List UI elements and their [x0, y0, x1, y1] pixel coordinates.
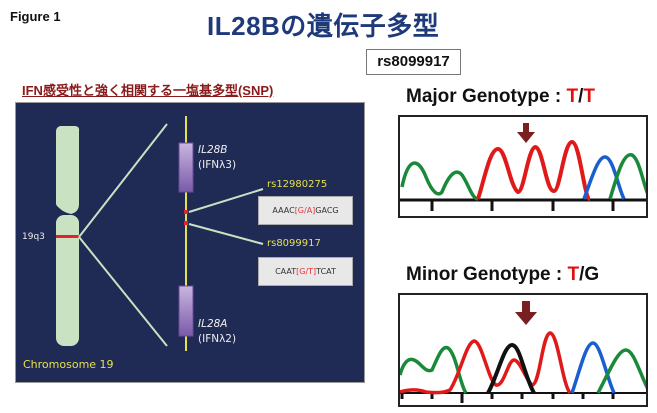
snp-pointer-rs12980275 [188, 188, 264, 213]
seq-prefix: CAAT [275, 267, 297, 276]
snp-label-rs12980275: rs12980275 [267, 179, 328, 190]
allele-separator: / [578, 86, 584, 107]
zoom-line-upper [78, 123, 168, 238]
minor-chromatogram-trace [400, 301, 646, 403]
genotype-label: Minor Genotype : [406, 264, 568, 285]
seq-suffix: GACG [315, 206, 339, 215]
chromosome-label: Chromosome 19 [23, 358, 114, 371]
arrow-down-icon [515, 301, 537, 325]
page-title: IL28Bの遺伝子多型 [207, 11, 440, 41]
gene-box-il28a [178, 285, 194, 337]
snp-label-rs8099917: rs8099917 [267, 238, 321, 249]
gene-name: IL28B [198, 144, 228, 156]
trace-black [486, 342, 536, 394]
figure-label: Figure 1 [10, 9, 61, 24]
gene-alias: (IFNλ3) [198, 159, 237, 171]
chromosome-band-19q3 [56, 235, 79, 238]
seq-prefix: AAAC [272, 206, 295, 215]
seq-suffix: TCAT [316, 267, 336, 276]
genotype-label: Major Genotype : [406, 86, 567, 107]
major-chromatogram-trace [400, 123, 646, 211]
chromosome-diagram-panel: IL28B (IFNλ3) IL28A (IFNλ2) rs12980275 A… [15, 102, 365, 383]
seq-variant: [G/T] [296, 267, 317, 276]
snp-marker-rs8099917 [184, 221, 188, 225]
snp-pointer-rs8099917 [188, 223, 264, 245]
tick-marks [430, 200, 615, 211]
minor-genotype-title: Minor Genotype : T/G [406, 264, 599, 286]
trace-green-2 [596, 348, 646, 394]
seq-variant: [G/A] [294, 206, 316, 215]
allele-1: T [567, 264, 580, 285]
snp-id-box: rs8099917 [366, 49, 461, 75]
allele-2: T [583, 86, 595, 107]
trace-green-1 [400, 161, 479, 201]
gene-alias: (IFNλ2) [198, 333, 237, 345]
arrow-down-icon [517, 123, 535, 143]
band-label: 19q3 [22, 232, 45, 242]
sequence-box-rs8099917: CAAT[G/T]TCAT [258, 257, 353, 286]
allele-1: T [566, 86, 579, 107]
gene-label-il28a: IL28A (IFNλ2) [198, 317, 236, 347]
sequence-box-rs12980275: AAAC[G/A]GACG [258, 196, 353, 225]
major-chromatogram [398, 115, 648, 218]
trace-blue [582, 155, 626, 200]
gene-box-il28b [178, 142, 194, 193]
gene-name: IL28A [198, 318, 228, 330]
minor-chromatogram [398, 293, 648, 407]
zoom-line-lower [78, 236, 168, 347]
major-genotype-title: Major Genotype : T/T [406, 86, 595, 108]
trace-green-1 [400, 345, 468, 395]
snp-marker-rs12980275 [184, 210, 188, 214]
subtitle: IFN感受性と強く相関する一塩基多型(SNP) [22, 83, 274, 98]
allele-2: G [584, 264, 600, 285]
allele-separator: / [579, 264, 585, 285]
tick-marks [400, 393, 615, 403]
diagram-graphics [56, 116, 264, 351]
trace-red [476, 139, 592, 201]
trace-green-2 [608, 153, 646, 200]
trace-red-1 [400, 331, 572, 395]
gene-label-il28b: IL28B (IFNλ3) [198, 143, 236, 173]
chromosome-upper-arm-body [56, 126, 79, 208]
chromosome-lower-arm [56, 215, 79, 346]
trace-blue [570, 341, 616, 394]
